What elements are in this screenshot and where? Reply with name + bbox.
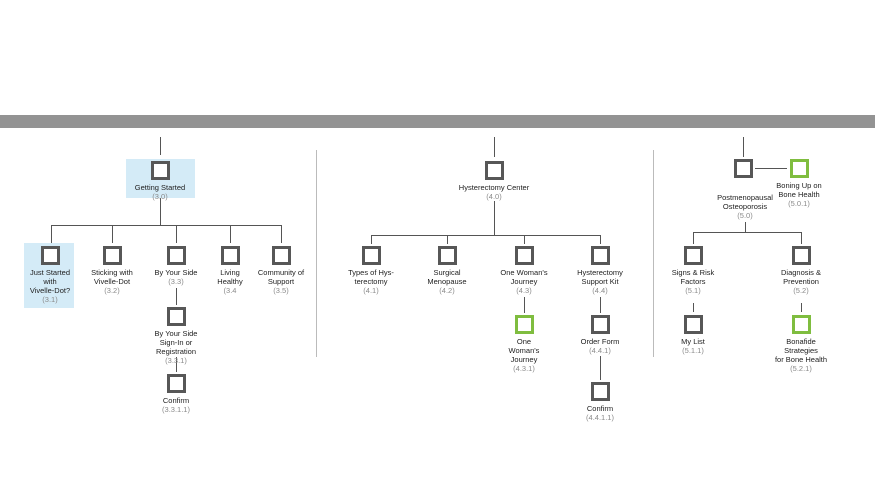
node-sticking[interactable]: Sticking with Vivelle-Dot (3.2) — [82, 246, 142, 295]
node-number: (3.5) — [273, 286, 289, 295]
node-number: (4.3) — [516, 286, 532, 295]
node-getting-started[interactable]: Getting Started (3.0) — [100, 161, 220, 201]
page-box — [733, 159, 753, 178]
node-number: (5.2.1) — [790, 364, 812, 373]
node-number: (3.4 — [223, 286, 237, 295]
node-just-started[interactable]: Just Started with Vivelle-Dot? (3.1) — [20, 246, 80, 304]
page-box — [484, 161, 504, 180]
node-number: (3.2) — [104, 286, 120, 295]
node-label: Sticking with Vivelle-Dot — [91, 268, 133, 286]
node-one-womans[interactable]: One Woman's Journey (4.3) — [494, 246, 554, 295]
node-order-form[interactable]: Order Form (4.4.1) — [570, 315, 630, 355]
node-label: Confirm — [586, 404, 614, 413]
page-box — [590, 382, 610, 401]
node-label: Boning Up on Bone Health — [776, 181, 822, 199]
node-label: Confirm — [162, 396, 190, 405]
node-number: (3.3) — [168, 277, 184, 286]
page-box-green — [791, 315, 811, 334]
page-box — [220, 246, 240, 265]
page-box — [590, 246, 610, 265]
node-label: Community of Support — [257, 268, 305, 286]
page-box — [150, 161, 170, 180]
node-number: (3.1) — [42, 295, 58, 304]
node-label: Getting Started — [134, 183, 186, 192]
node-number: (4.3.1) — [513, 364, 535, 373]
node-number: (4.4.1.1) — [586, 413, 614, 422]
node-label: One Woman's Journey — [508, 337, 540, 364]
node-number: (5.2) — [793, 286, 809, 295]
node-surgical[interactable]: Surgical Menopause (4.2) — [417, 246, 477, 295]
node-label: Postmenopausal Osteoporosis — [717, 193, 773, 211]
page-box — [102, 246, 122, 265]
node-label: One Woman's Journey — [500, 268, 548, 286]
node-label: Hysterectomy Support Kit — [577, 268, 623, 286]
node-number: (5.0.1) — [788, 199, 810, 208]
node-number: (4.4.1) — [589, 346, 611, 355]
page-box — [166, 307, 186, 326]
page-box — [683, 315, 703, 334]
page-box-green — [789, 159, 809, 178]
node-label: Signs & Risk Factors — [671, 268, 715, 286]
node-community[interactable]: Community of Support (3.5) — [251, 246, 311, 295]
page-box — [514, 246, 534, 265]
node-postmenopausal: Postmenopausal Osteoporosis (5.0) — [705, 190, 785, 220]
node-types[interactable]: Types of Hys- terectomy (4.1) — [339, 246, 403, 295]
node-number: (4.4) — [592, 286, 608, 295]
page-box — [361, 246, 381, 265]
page-box — [271, 246, 291, 265]
page-box — [590, 315, 610, 334]
page-box — [40, 246, 60, 265]
node-label: Diagnosis & Prevention — [780, 268, 822, 286]
node-support-kit[interactable]: Hysterectomy Support Kit (4.4) — [570, 246, 630, 295]
node-one-womans-sub[interactable]: One Woman's Journey (4.3.1) — [499, 315, 549, 373]
page-box — [166, 374, 186, 393]
node-number: (4.0) — [486, 192, 502, 201]
node-number: (3.0) — [152, 192, 168, 201]
node-label: Bonafide Strategies for Bone Health — [774, 337, 828, 364]
node-label: Living Healthy — [217, 268, 243, 286]
node-label: Order Form — [580, 337, 620, 346]
node-number: (5.1.1) — [682, 346, 704, 355]
page-box — [166, 246, 186, 265]
node-label: My List — [681, 337, 705, 346]
node-number: (3.3.1.1) — [162, 405, 190, 414]
node-confirm-4411[interactable]: Confirm (4.4.1.1) — [570, 382, 630, 422]
node-number: (3.3.1) — [165, 356, 187, 365]
node-by-your-side[interactable]: By Your Side (3.3) — [146, 246, 206, 286]
node-label: Surgical Menopause — [427, 268, 467, 286]
node-my-list[interactable]: My List (5.1.1) — [663, 315, 723, 355]
node-label: Just Started with Vivelle-Dot? — [29, 268, 71, 295]
node-label: Types of Hys- terectomy — [348, 268, 394, 286]
node-boning-up[interactable]: Boning Up on Bone Health (5.0.1) — [764, 159, 834, 208]
page-box — [791, 246, 811, 265]
page-box — [683, 246, 703, 265]
node-bonafide[interactable]: Bonafide Strategies for Bone Health (5.2… — [766, 315, 836, 373]
node-number: (4.1) — [363, 286, 379, 295]
node-living-healthy[interactable]: Living Healthy (3.4 — [205, 246, 255, 295]
node-confirm-3311[interactable]: Confirm (3.3.1.1) — [146, 374, 206, 414]
node-label: By Your Side Sign-In or Registration — [154, 329, 198, 356]
node-label: Hysterectomy Center — [458, 183, 530, 192]
node-postmenopausal-box[interactable] — [732, 159, 754, 178]
node-number: (5.0) — [737, 211, 753, 220]
node-number: (4.2) — [439, 286, 455, 295]
node-number: (5.1) — [685, 286, 701, 295]
node-hysterectomy-center[interactable]: Hysterectomy Center (4.0) — [434, 161, 554, 201]
node-signin[interactable]: By Your Side Sign-In or Registration (3.… — [141, 307, 211, 365]
node-signs-risk[interactable]: Signs & Risk Factors (5.1) — [663, 246, 723, 295]
header-bar — [0, 115, 875, 128]
node-label: By Your Side — [154, 268, 198, 277]
page-box-green — [514, 315, 534, 334]
page-box — [437, 246, 457, 265]
node-diagnosis[interactable]: Diagnosis & Prevention (5.2) — [771, 246, 831, 295]
